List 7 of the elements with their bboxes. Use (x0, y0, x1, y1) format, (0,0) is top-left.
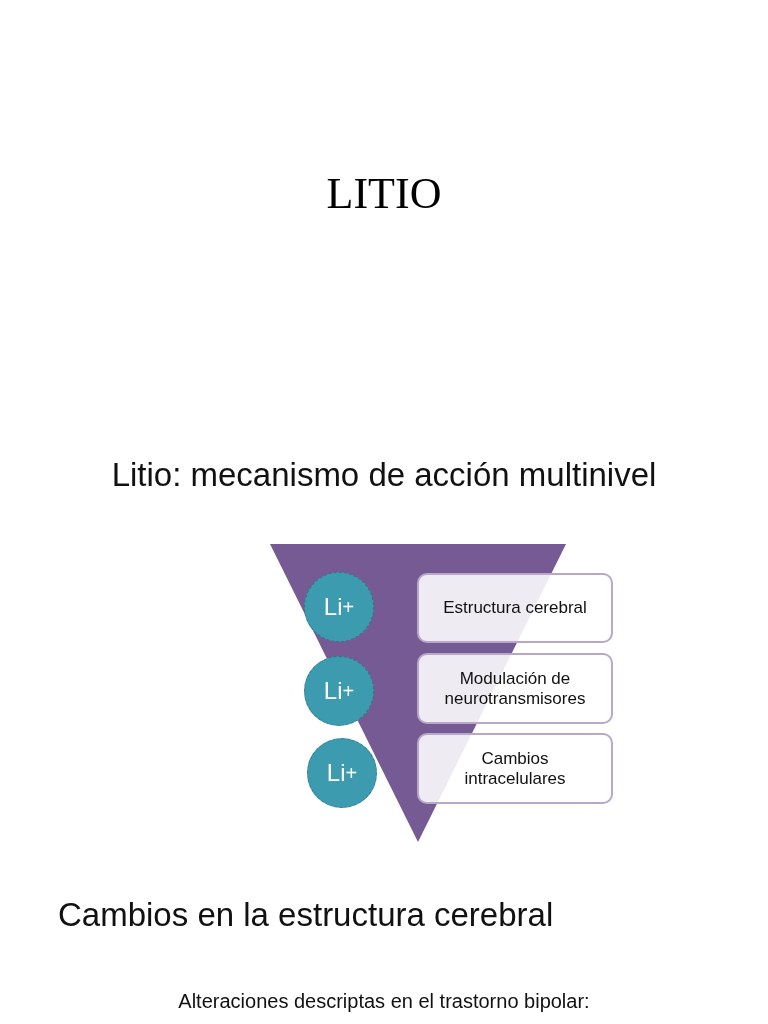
text-box: Estructura cerebral (417, 573, 613, 643)
text-box: Cambios intracelulares (417, 733, 613, 804)
section-heading: Litio: mecanismo de acción multinivel (110, 456, 658, 494)
title: LITIO (325, 168, 443, 219)
body-text: Alteraciones descriptas en el trastorno bipolar: (177, 990, 591, 1013)
section-heading: Cambios en la estructura cerebral (58, 896, 554, 934)
text-box: Modulación de neurotransmisores (417, 653, 613, 724)
